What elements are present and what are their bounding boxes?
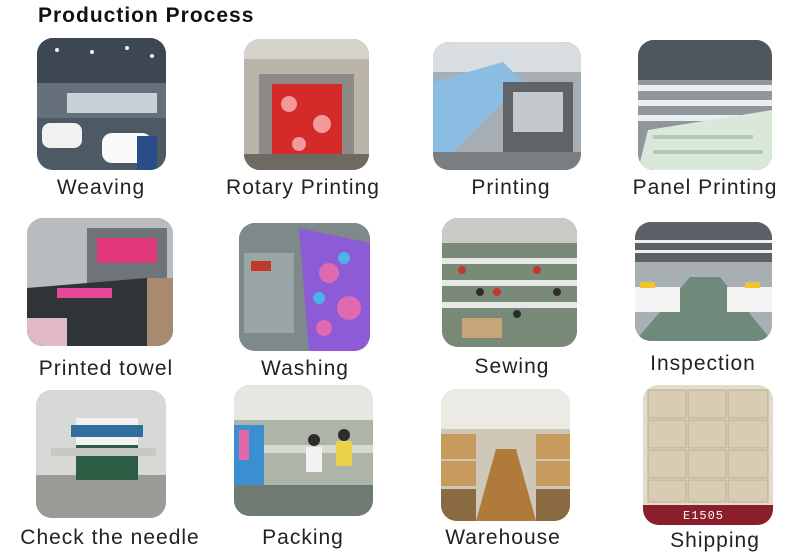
photo-printing [433,42,581,170]
step-label-printed-towel: Printed towel [38,357,174,380]
step-label-printing: Printing [471,176,551,199]
photo-warehouse [441,389,570,521]
step-label-panel-printing: Panel Printing [632,176,778,199]
shipping-container-number: E1505 [683,509,725,523]
photo-printed-towel [27,218,173,346]
step-label-check-the-needle: Check the needle [20,526,200,549]
step-label-shipping: Shipping [670,529,760,552]
step-label-inspection: Inspection [650,352,756,375]
photo-washing [239,223,370,351]
photo-shipping: E1505 [643,385,773,525]
step-label-rotary-printing: Rotary Printing [226,176,380,199]
page-title: Production Process [38,4,255,27]
step-label-sewing: Sewing [474,355,550,378]
step-label-packing: Packing [262,526,344,549]
photo-packing [234,385,373,516]
photo-weaving [37,38,166,170]
step-label-warehouse: Warehouse [445,526,561,549]
photo-inspection [635,222,772,341]
step-label-washing: Washing [261,357,349,380]
photo-panel-printing [638,40,772,170]
photo-check-the-needle [36,390,166,518]
photo-sewing [442,218,577,347]
photo-rotary-printing [244,39,369,170]
step-label-weaving: Weaving [56,176,146,199]
